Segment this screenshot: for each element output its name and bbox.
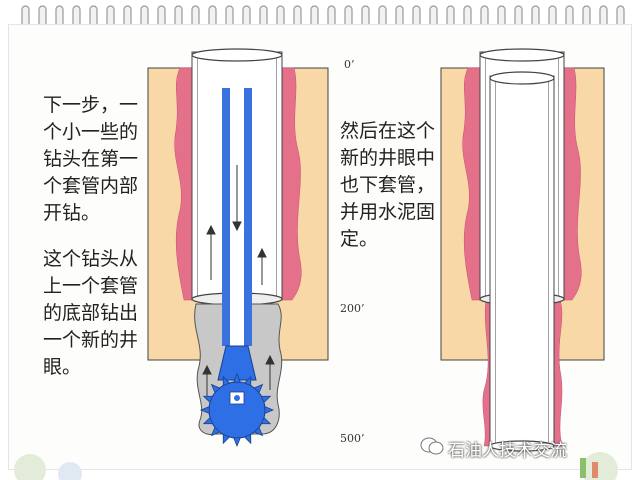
watermark-text: 石油人技术交流 — [448, 441, 567, 461]
depth-label-200: 200’ — [340, 302, 365, 315]
step-text-new-hole: 这个钻头从 上一个套管 的底部钻出 一个新的井 眼。 — [43, 248, 139, 378]
inner-casing-left-wall — [489, 75, 497, 447]
drill-bit-icon — [199, 345, 275, 448]
depth-label-500: 500’ — [340, 432, 365, 445]
surface-casing-right-wall — [557, 51, 565, 301]
flow-arrows — [202, 165, 275, 400]
cement-outer-right — [559, 67, 582, 301]
step-text-casing: 然后在这个 新的井眼中 也下套管， 并用水泥固 定。 — [340, 120, 436, 250]
drill-pipe-outer-left — [222, 88, 230, 346]
wechat-icon — [420, 437, 444, 455]
cement-outer-left — [462, 67, 485, 301]
inner-casing-right-wall — [547, 75, 555, 447]
inner-casing-rim — [489, 71, 555, 85]
casing-top-rim — [191, 48, 283, 62]
depth-label-0: 0’ — [344, 58, 355, 71]
drill-pipe-outer-right — [244, 88, 252, 346]
cement-left-side — [174, 67, 197, 301]
surface-casing-rim — [479, 48, 565, 62]
cement-right-side — [277, 67, 302, 301]
inner-casing-bottom — [489, 440, 555, 452]
decorative-footer — [14, 452, 618, 480]
surface-casing-left-wall — [479, 51, 487, 301]
step-text-drilling: 下一步，一 个小一些的 钻头在第一 个套管内部 开钻。 — [43, 94, 139, 224]
